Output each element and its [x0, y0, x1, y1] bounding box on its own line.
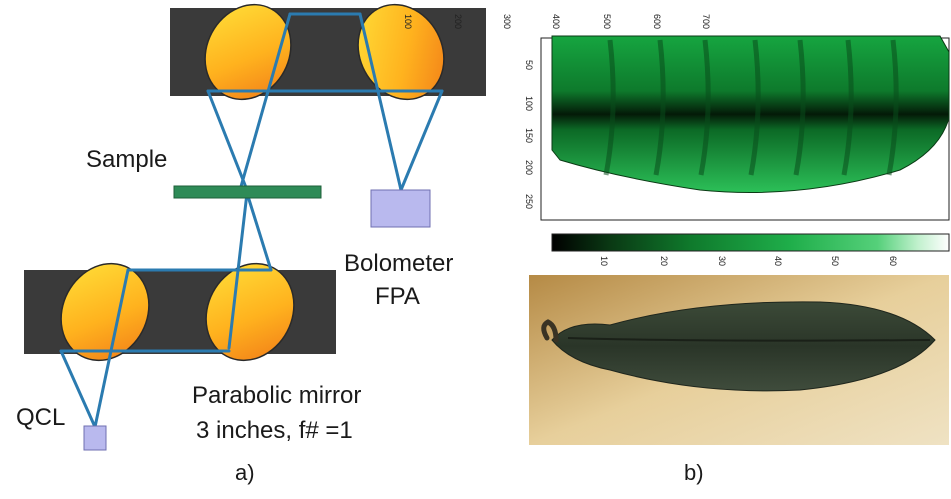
sample-plate	[173, 185, 322, 199]
left-axis-tick: 200	[524, 160, 534, 175]
left-axis-tick: 100	[524, 96, 534, 111]
colorbar-tick: 60	[888, 256, 898, 266]
mirror-lower-left	[60, 262, 150, 362]
qcl-source	[83, 425, 107, 451]
heatmap-vein	[653, 39, 666, 176]
leaf-shape	[541, 301, 936, 392]
mirror-upper-right	[357, 3, 445, 101]
bolometer-label-line2: FPA	[375, 283, 420, 310]
top-axis-tick: 600	[652, 14, 662, 29]
top-axis-tick: 300	[502, 14, 512, 29]
caption-a: a)	[235, 460, 255, 485]
qcl-label: QCL	[16, 404, 66, 431]
heatmap-top-axis: 700 600 500 400 300 200 100	[403, 14, 711, 29]
top-axis-tick: 500	[602, 14, 612, 29]
heatmap-vein	[603, 39, 616, 176]
mirror-label-line2: 3 inches, f# =1	[196, 417, 353, 444]
left-axis-tick: 50	[524, 60, 534, 70]
colorbar-tick: 40	[773, 256, 783, 266]
heatmap-stripes	[603, 39, 899, 176]
top-axis-tick: 200	[453, 14, 463, 29]
colorbar-tick: 20	[659, 256, 669, 266]
heatmap-left-axis: 50 100 150 200 250	[524, 60, 534, 209]
colorbar-tick: 30	[717, 256, 727, 266]
caption-b: b)	[684, 460, 704, 485]
beam-path	[59, 12, 444, 429]
colorbar-tick: 10	[599, 256, 609, 266]
mirror-upper-left	[204, 3, 292, 101]
heatmap-vein	[748, 39, 761, 176]
bolometer-fpa	[370, 189, 431, 228]
heatmap-vein	[841, 39, 854, 176]
mirror-lower-right	[205, 262, 295, 362]
top-axis-tick: 700	[701, 14, 711, 29]
sample-label: Sample	[86, 146, 168, 173]
bolometer-label-line1: Bolometer	[344, 250, 454, 277]
colorbar-tick: 50	[830, 256, 840, 266]
left-axis-tick: 250	[524, 194, 534, 209]
heatmap-vein	[886, 39, 899, 176]
colorbar-axis: 10 20 30 40 50 60	[599, 256, 898, 266]
mirror-label-line1: Parabolic mirror	[192, 382, 362, 409]
left-axis-tick: 150	[524, 128, 534, 143]
top-axis-tick: 100	[403, 14, 413, 29]
colorbar	[551, 233, 950, 252]
heatmap-vein	[698, 39, 711, 176]
top-axis-tick: 400	[551, 14, 561, 29]
heatmap-vein	[793, 39, 806, 176]
